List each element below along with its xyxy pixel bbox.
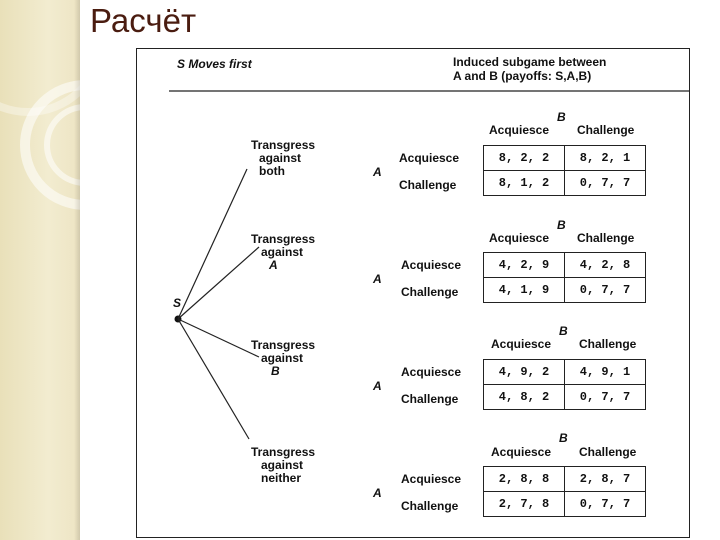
payoff-row: 8, 1, 2 0, 7, 7 xyxy=(483,170,646,196)
slide-title: Расчёт xyxy=(90,2,197,39)
branch-line-against-a xyxy=(177,246,260,320)
payoff-cell: 0, 7, 7 xyxy=(564,384,646,410)
game-tree-figure: S Moves first Induced subgame between A … xyxy=(136,48,690,538)
payoff-row: 2, 8, 8 2, 8, 7 xyxy=(483,466,646,492)
player-a-label: A xyxy=(373,272,382,286)
payoff-cell: 4, 8, 2 xyxy=(483,384,565,410)
payoff-cell: 4, 9, 1 xyxy=(564,359,646,385)
branch-label-line: Transgress xyxy=(251,338,316,352)
payoff-cell: 4, 1, 9 xyxy=(483,277,565,303)
player-b-label: B xyxy=(557,218,566,232)
payoff-matrix: 4, 9, 2 4, 9, 1 4, 8, 2 0, 7, 7 xyxy=(483,359,646,410)
payoff-row: 4, 1, 9 0, 7, 7 xyxy=(483,277,646,303)
payoff-row: 8, 2, 2 8, 2, 1 xyxy=(483,145,646,171)
payoff-cell: 0, 7, 7 xyxy=(564,277,646,303)
col-header-acquiesce: Acquiesce xyxy=(489,231,550,245)
strip-shadow xyxy=(74,0,80,540)
game-tree-lines xyxy=(169,90,689,440)
col-header-challenge: Challenge xyxy=(579,445,637,459)
branch-label-line: B xyxy=(271,364,280,378)
player-b-label: B xyxy=(559,431,568,445)
payoff-cell: 4, 9, 2 xyxy=(483,359,565,385)
row-header-acquiesce: Acquiesce xyxy=(401,472,462,486)
branch-label-line: against xyxy=(261,245,304,259)
branch-line-both xyxy=(177,168,248,320)
decorative-side-strip xyxy=(0,0,80,540)
row-header-acquiesce: Acquiesce xyxy=(401,365,462,379)
col-header-acquiesce: Acquiesce xyxy=(491,445,552,459)
col-header-acquiesce: Acquiesce xyxy=(491,337,552,351)
row-header-challenge: Challenge xyxy=(401,285,459,299)
col-header-acquiesce: Acquiesce xyxy=(489,123,550,137)
payoff-cell: 4, 2, 9 xyxy=(483,252,565,278)
payoff-cell: 8, 2, 1 xyxy=(564,145,646,171)
branch-label-line: Transgress xyxy=(251,445,316,459)
col-header-challenge: Challenge xyxy=(579,337,637,351)
row-header-challenge: Challenge xyxy=(401,392,459,406)
payoff-cell: 0, 7, 7 xyxy=(564,170,646,196)
branch-line-against-b xyxy=(177,318,260,358)
player-a-label: A xyxy=(373,379,382,393)
induced-subgame-label-1: Induced subgame between xyxy=(453,55,607,69)
branch-label-line: neither xyxy=(261,471,302,485)
payoff-cell: 8, 2, 2 xyxy=(483,145,565,171)
payoff-row: 2, 7, 8 0, 7, 7 xyxy=(483,491,646,517)
row-header-acquiesce: Acquiesce xyxy=(401,258,462,272)
payoff-row: 4, 9, 2 4, 9, 1 xyxy=(483,359,646,385)
payoff-row: 4, 2, 9 4, 2, 8 xyxy=(483,252,646,278)
payoff-cell: 0, 7, 7 xyxy=(564,491,646,517)
branch-label-line: A xyxy=(269,258,278,272)
branch-label-line: both xyxy=(259,164,285,178)
row-header-acquiesce: Acquiesce xyxy=(399,151,460,165)
player-b-label: B xyxy=(559,324,568,338)
col-header-challenge: Challenge xyxy=(577,231,635,245)
col-header-challenge: Challenge xyxy=(577,123,635,137)
payoff-row: 4, 8, 2 0, 7, 7 xyxy=(483,384,646,410)
branch-label-line: Transgress xyxy=(251,138,316,152)
payoff-cell: 2, 8, 8 xyxy=(483,466,565,492)
payoff-cell: 2, 8, 7 xyxy=(564,466,646,492)
payoff-matrix: 8, 2, 2 8, 2, 1 8, 1, 2 0, 7, 7 xyxy=(483,145,646,196)
branch-line-neither xyxy=(177,318,250,440)
root-label: S xyxy=(173,296,182,310)
row-header-challenge: Challenge xyxy=(399,178,457,192)
row-header-challenge: Challenge xyxy=(401,499,459,513)
player-b-label: B xyxy=(557,110,566,124)
payoff-cell: 2, 7, 8 xyxy=(483,491,565,517)
payoff-cell: 4, 2, 8 xyxy=(564,252,646,278)
branch-label-line: against xyxy=(261,458,304,472)
branch-label-line: against xyxy=(259,151,302,165)
branch-label-line: against xyxy=(261,351,304,365)
player-a-label: A xyxy=(373,165,382,179)
payoff-cell: 8, 1, 2 xyxy=(483,170,565,196)
player-a-label: A xyxy=(373,486,382,500)
branch-label-line: Transgress xyxy=(251,232,316,246)
payoff-matrix: 2, 8, 8 2, 8, 7 2, 7, 8 0, 7, 7 xyxy=(483,466,646,517)
s-moves-first-label: S Moves first xyxy=(177,57,252,71)
payoff-matrix: 4, 2, 9 4, 2, 8 4, 1, 9 0, 7, 7 xyxy=(483,252,646,303)
induced-subgame-label-2: A and B (payoffs: S,A,B) xyxy=(453,69,592,83)
